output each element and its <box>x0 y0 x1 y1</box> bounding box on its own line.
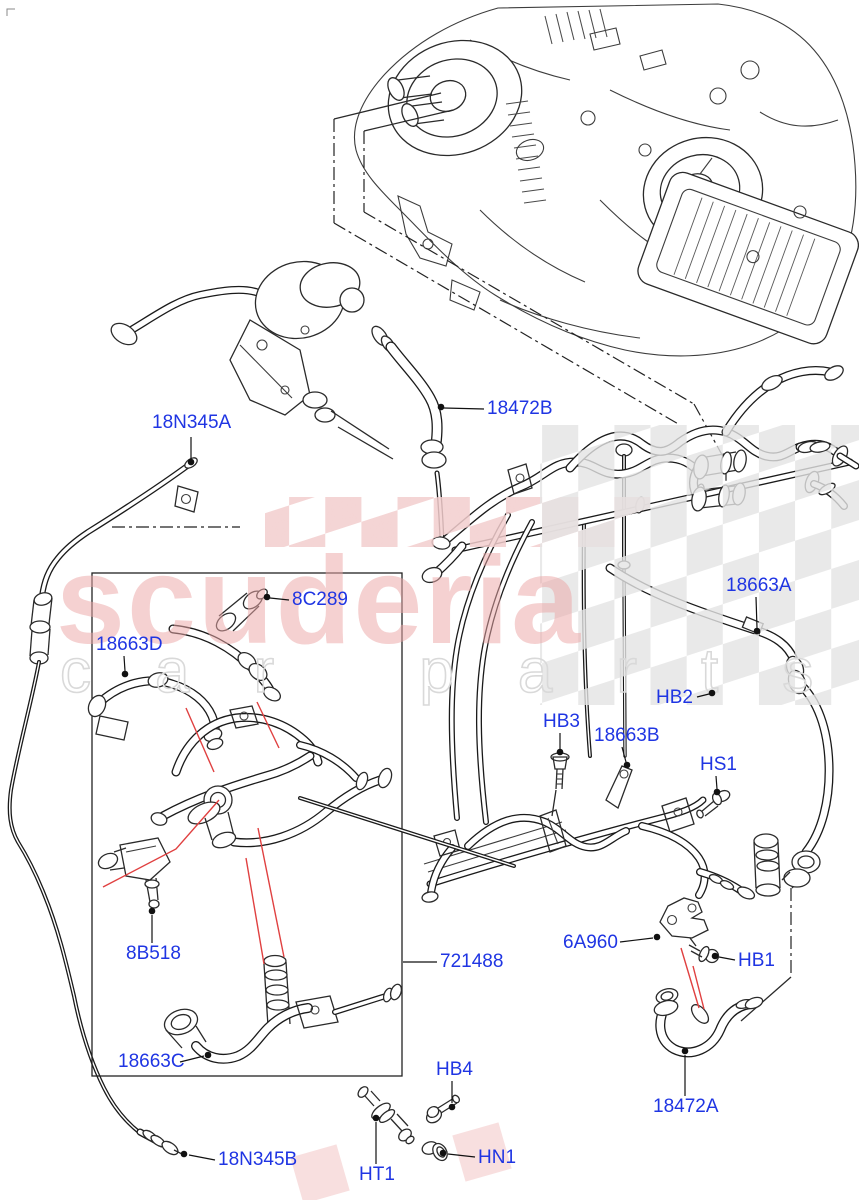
part-label-HB2[interactable]: HB2 <box>656 687 693 708</box>
part-label-8B518[interactable]: 8B518 <box>126 943 181 964</box>
part-label-8C289[interactable]: 8C289 <box>292 589 348 610</box>
part-label-18663D[interactable]: 18663D <box>96 634 163 655</box>
part-label-18472A[interactable]: 18472A <box>653 1096 719 1117</box>
part-label-HT1[interactable]: HT1 <box>359 1164 395 1185</box>
part-label-18663B[interactable]: 18663B <box>594 725 660 746</box>
box-assembly-drawing <box>87 572 516 1077</box>
page-corner-mark <box>6 8 15 16</box>
watermark-brand-text: scuderia <box>56 532 582 670</box>
part-labels: 18N345A 18472B 8C289 18663D 18663A HB2 H… <box>96 398 792 1185</box>
part-label-18663A[interactable]: 18663A <box>726 575 792 596</box>
part-label-HB1[interactable]: HB1 <box>738 950 775 971</box>
red-highlight-lines <box>102 701 705 1010</box>
hose-18472B-drawing <box>371 325 447 543</box>
leader-lines <box>121 403 761 1164</box>
watermark-subtext: car parts <box>60 637 859 706</box>
part-label-HS1[interactable]: HS1 <box>700 754 737 775</box>
part-label-18472B[interactable]: 18472B <box>487 398 553 419</box>
watermark: scuderia car parts <box>56 425 859 1200</box>
part-label-HB4[interactable]: HB4 <box>436 1059 473 1080</box>
part-group-box <box>91 572 403 1077</box>
lower-right-parts-drawing <box>653 897 764 1058</box>
aux-pump-drawing <box>110 260 394 460</box>
part-label-18663C[interactable]: 18663C <box>118 1051 185 1072</box>
watermark-pink-tile <box>452 1122 512 1182</box>
left-pipe-drawing <box>7 457 199 1156</box>
part-label-6A960[interactable]: 6A960 <box>563 932 618 953</box>
hvac-unit-drawing <box>353 3 859 357</box>
part-label-18N345B[interactable]: 18N345B <box>218 1149 297 1170</box>
part-label-HB3[interactable]: HB3 <box>543 711 580 732</box>
part-label-HN1[interactable]: HN1 <box>478 1147 516 1168</box>
watermark-pink-tile <box>290 1144 350 1200</box>
part-label-721488[interactable]: 721488 <box>440 951 503 972</box>
watermark-checkered-flag <box>540 425 859 705</box>
lower-manifold-drawing <box>421 752 781 903</box>
part-label-18N345A[interactable]: 18N345A <box>152 412 232 433</box>
